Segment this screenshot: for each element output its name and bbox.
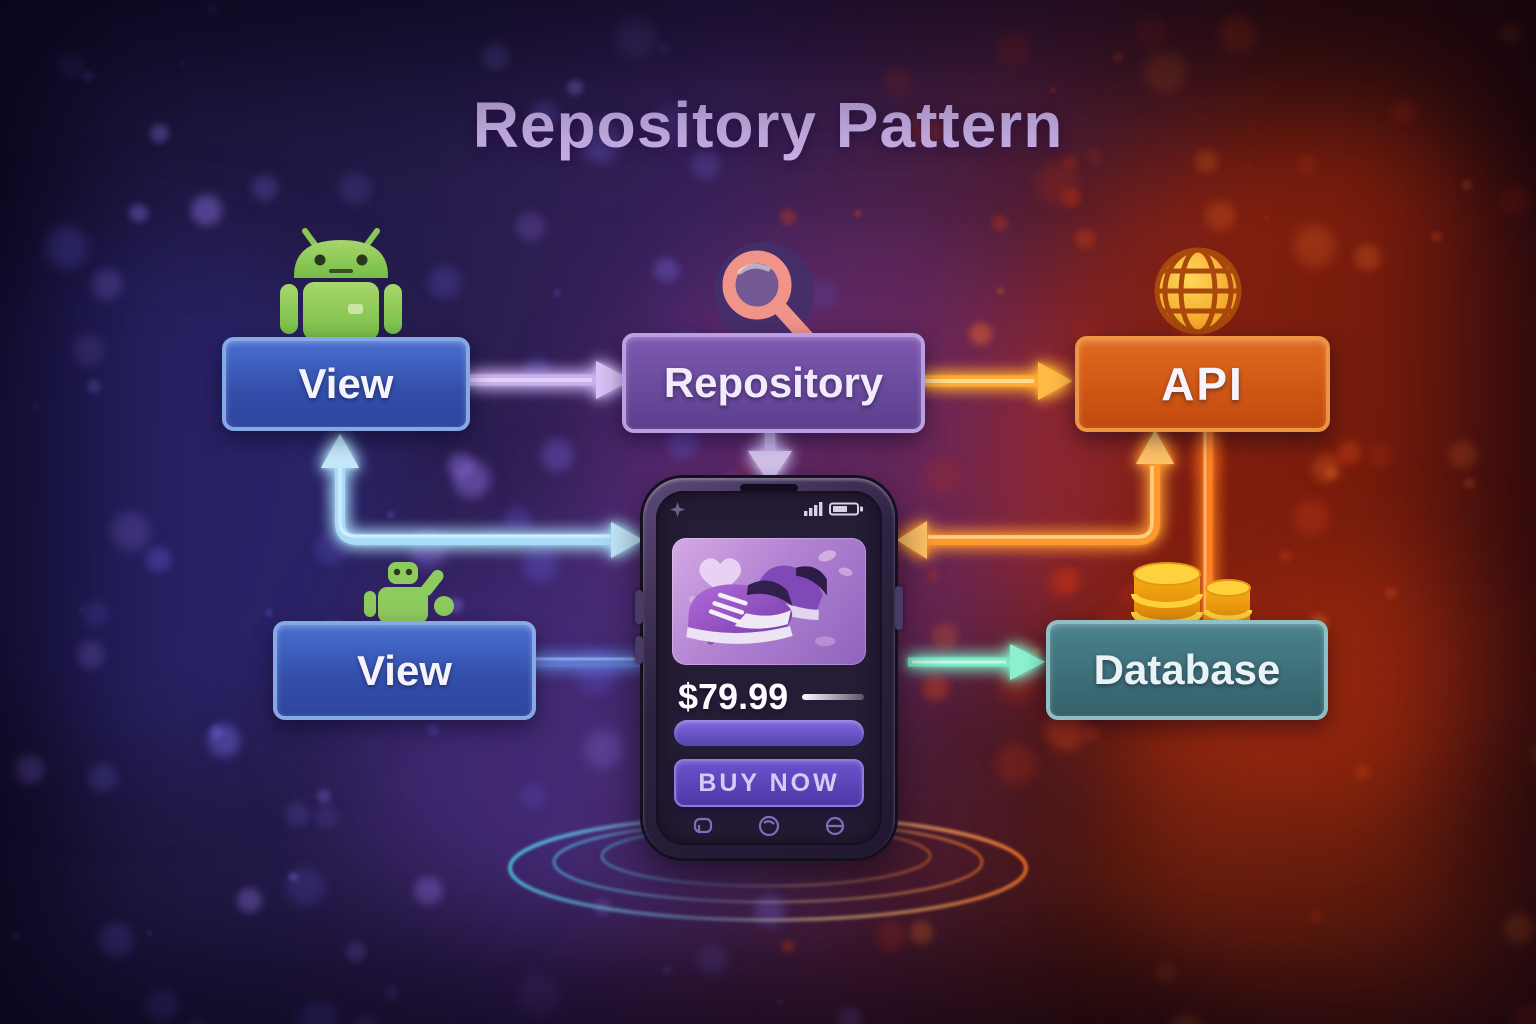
node-view-bottom: View bbox=[273, 621, 536, 720]
buy-now-label: BUY NOW bbox=[698, 768, 840, 797]
arrow-repository-to-phone bbox=[748, 429, 792, 484]
node-repository-label: Repository bbox=[663, 359, 884, 406]
double-arrow-api-phone bbox=[897, 430, 1174, 559]
smartphone: $79.99 BUY NOW bbox=[635, 478, 903, 858]
nav-home-icon[interactable] bbox=[757, 815, 781, 837]
double-arrow-view-phone bbox=[321, 434, 643, 558]
product-image bbox=[672, 538, 866, 665]
node-database-label: Database bbox=[1093, 646, 1281, 693]
nav-back-icon[interactable] bbox=[692, 816, 714, 836]
product-price: $79.99 bbox=[678, 676, 789, 717]
phone-status-bar bbox=[670, 499, 868, 519]
node-view-bottom-label: View bbox=[357, 646, 452, 694]
line-view-bottom-to-phone bbox=[528, 657, 643, 667]
node-api: API bbox=[1075, 336, 1330, 432]
progress-bar bbox=[674, 720, 864, 746]
page-title: Repository Pattern bbox=[472, 89, 1064, 161]
globe-icon bbox=[1154, 247, 1242, 335]
price-row: $79.99 bbox=[678, 675, 864, 719]
nav-recents-icon[interactable] bbox=[824, 816, 846, 836]
price-divider bbox=[802, 694, 864, 700]
sneakers-illustration bbox=[686, 550, 853, 647]
heart-icon bbox=[699, 558, 742, 592]
android-robot-icon-small bbox=[364, 562, 454, 623]
node-view-top: View bbox=[222, 337, 470, 431]
phone-nav-bar bbox=[656, 813, 882, 839]
node-repository: Repository bbox=[622, 333, 925, 433]
battery-icon bbox=[829, 502, 863, 516]
phone-volume-button bbox=[635, 590, 643, 624]
arrow-view-to-repository bbox=[466, 361, 632, 399]
arrow-phone-to-database bbox=[908, 644, 1045, 680]
phone-volume-button-2 bbox=[635, 636, 643, 664]
sparkle-icon bbox=[670, 501, 685, 517]
node-view-top-label: View bbox=[298, 360, 394, 407]
node-api-label: API bbox=[1161, 358, 1244, 410]
node-database: Database bbox=[1046, 620, 1328, 720]
signal-bars-icon bbox=[804, 502, 823, 516]
android-robot-icon bbox=[280, 228, 402, 340]
phone-power-button bbox=[895, 586, 903, 630]
magnifier-icon bbox=[714, 242, 816, 347]
arrow-repository-to-api bbox=[921, 362, 1072, 400]
phone-speaker bbox=[740, 484, 798, 492]
signal-battery-icons bbox=[804, 502, 863, 516]
phone-screen: $79.99 BUY NOW bbox=[656, 491, 882, 845]
buy-now-button[interactable]: BUY NOW bbox=[674, 759, 864, 807]
